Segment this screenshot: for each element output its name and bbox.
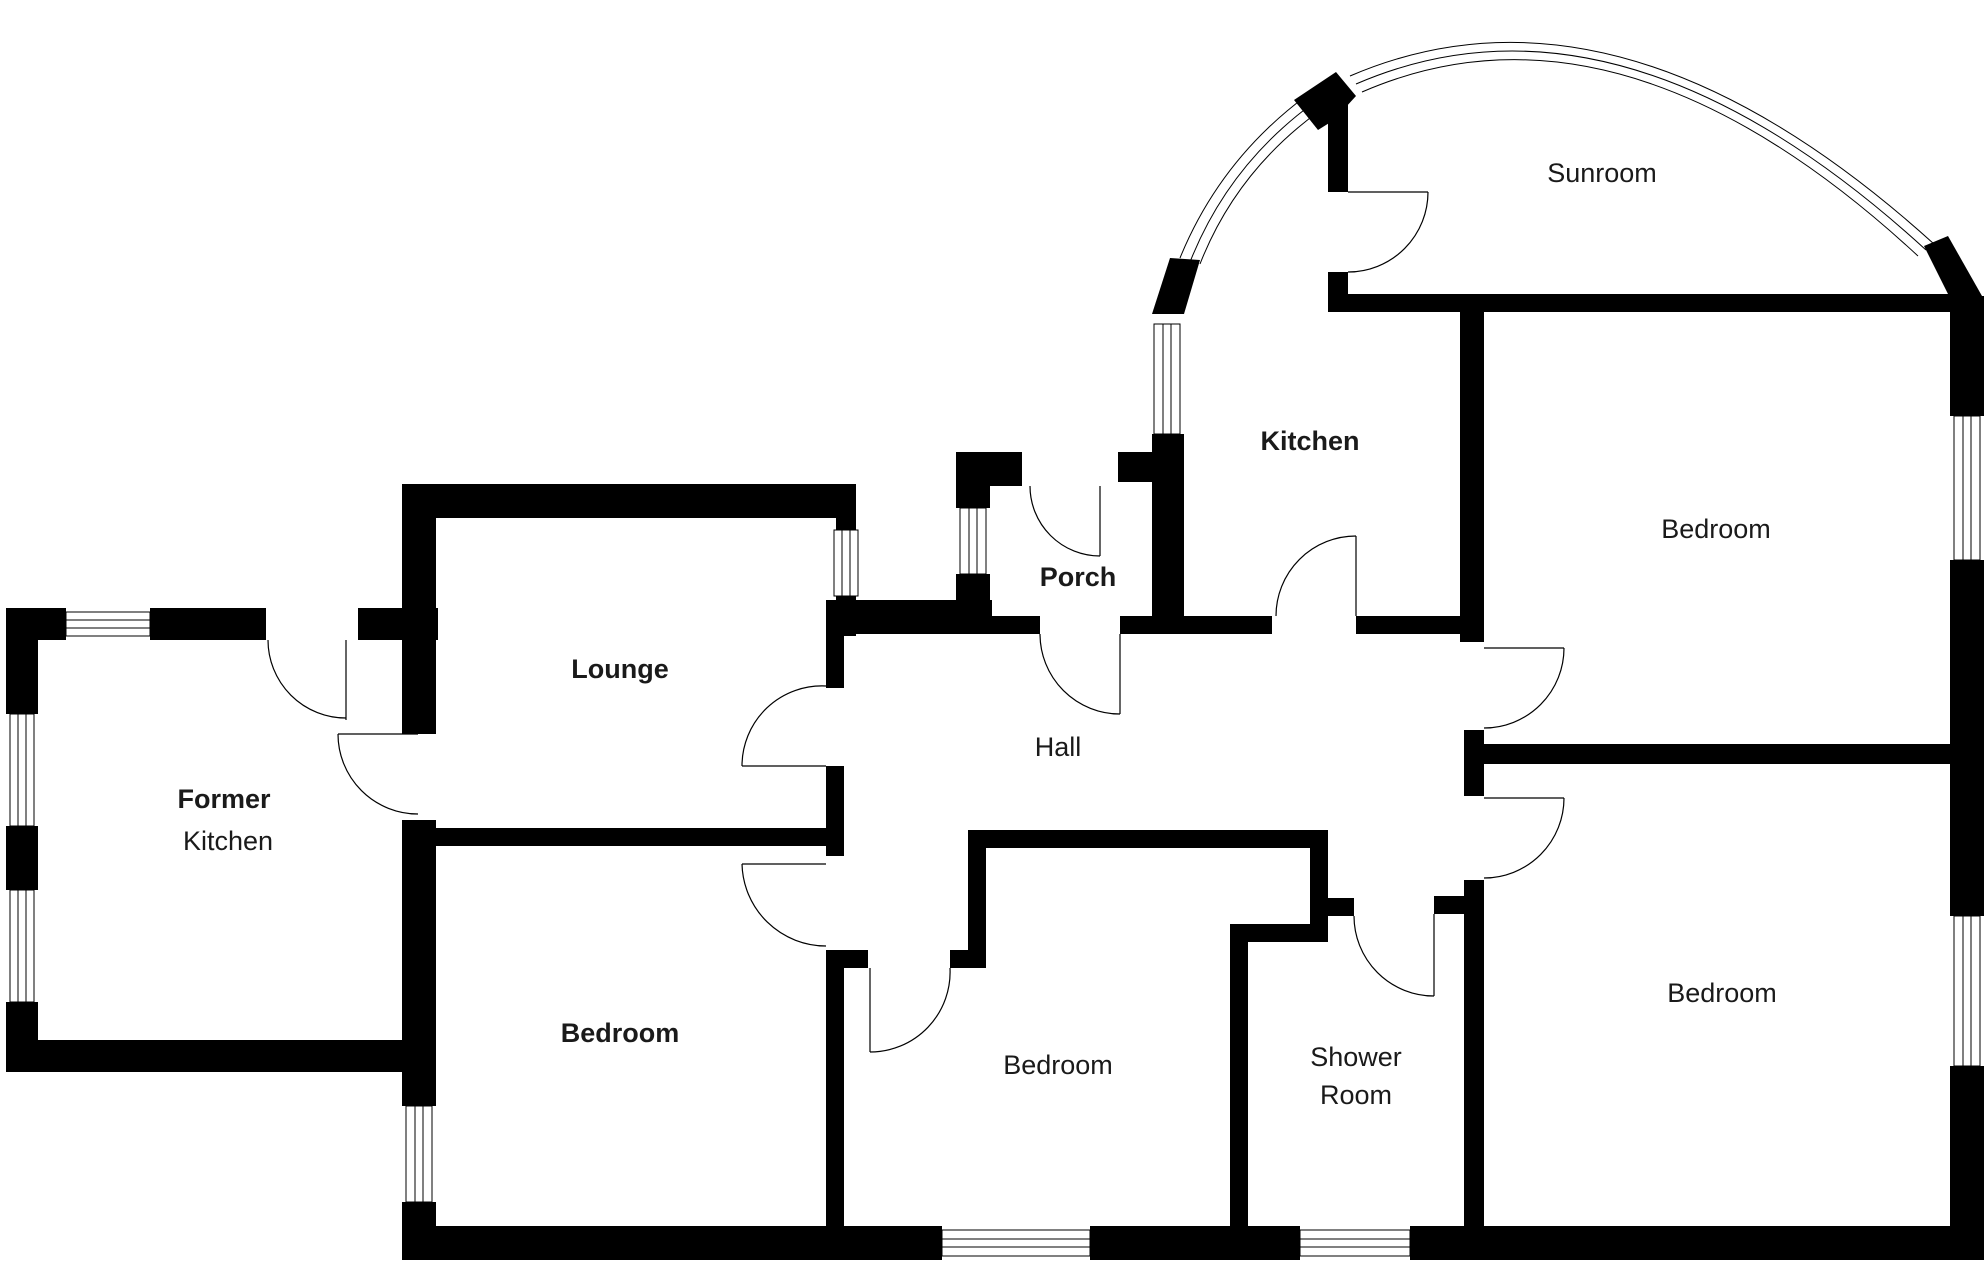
wall (1328, 898, 1354, 916)
room-label-bedroom-middle: Bedroom (1003, 1050, 1113, 1080)
wall (1328, 294, 1950, 312)
window (9, 713, 35, 827)
wall (1356, 616, 1466, 634)
wall (1950, 560, 1984, 916)
room-label-bedroom-top-right: Bedroom (1661, 514, 1771, 544)
window (1953, 915, 1981, 1067)
walls (6, 72, 1984, 1260)
room-label-former-kitchen-2: Kitchen (183, 826, 273, 856)
wall (1152, 258, 1200, 314)
wall (1434, 896, 1484, 914)
wall (402, 820, 436, 1106)
wall (436, 828, 844, 846)
room-label-lounge: Lounge (571, 654, 668, 684)
wall (968, 830, 1328, 848)
wall (1090, 1226, 1300, 1260)
wall (956, 452, 990, 508)
wall (1294, 72, 1356, 130)
wall (956, 574, 990, 620)
window (65, 611, 151, 637)
wall (6, 1002, 38, 1040)
wall (1464, 744, 1984, 764)
wall (1464, 730, 1484, 796)
room-labels: Sunroom Kitchen Porch Lounge Hall Bedroo… (177, 158, 1776, 1110)
room-label-porch: Porch (1040, 562, 1117, 592)
window (1953, 415, 1981, 561)
room-label-hall: Hall (1035, 732, 1082, 762)
wall (6, 826, 38, 890)
window (405, 1105, 433, 1203)
wall (836, 484, 856, 530)
wall (1464, 880, 1484, 1260)
window (959, 507, 987, 575)
wall (1180, 616, 1272, 634)
windows (9, 41, 1981, 1257)
room-label-shower-room-2: Room (1320, 1080, 1392, 1110)
room-label-kitchen: Kitchen (1260, 426, 1359, 456)
wall (6, 608, 38, 714)
window (1349, 41, 1935, 245)
wall (1310, 830, 1328, 940)
wall (1328, 100, 1348, 192)
wall (956, 616, 1040, 634)
window (1153, 323, 1181, 435)
wall (1410, 1226, 1984, 1260)
window (1179, 95, 1307, 259)
wall (402, 484, 436, 734)
window (941, 1229, 1091, 1257)
window (9, 889, 35, 1003)
room-label-former-kitchen-1: Former (177, 784, 271, 814)
wall (1924, 236, 1982, 306)
wall (1230, 924, 1328, 942)
wall (402, 1226, 942, 1260)
wall (6, 1040, 436, 1072)
window (1299, 1229, 1411, 1257)
room-label-sunroom: Sunroom (1547, 158, 1657, 188)
wall (950, 950, 986, 968)
wall (1464, 308, 1484, 642)
wall (968, 830, 986, 968)
wall (402, 484, 856, 518)
room-label-shower-room-1: Shower (1310, 1042, 1402, 1072)
wall (1950, 296, 1984, 416)
wall (1152, 434, 1184, 634)
room-label-bedroom-bottom-left: Bedroom (561, 1018, 680, 1048)
wall (1230, 924, 1248, 1260)
room-label-bedroom-bottom-right: Bedroom (1667, 978, 1777, 1008)
wall (826, 950, 844, 1260)
window (833, 529, 859, 597)
wall (150, 608, 266, 640)
doors (267, 191, 1565, 1053)
